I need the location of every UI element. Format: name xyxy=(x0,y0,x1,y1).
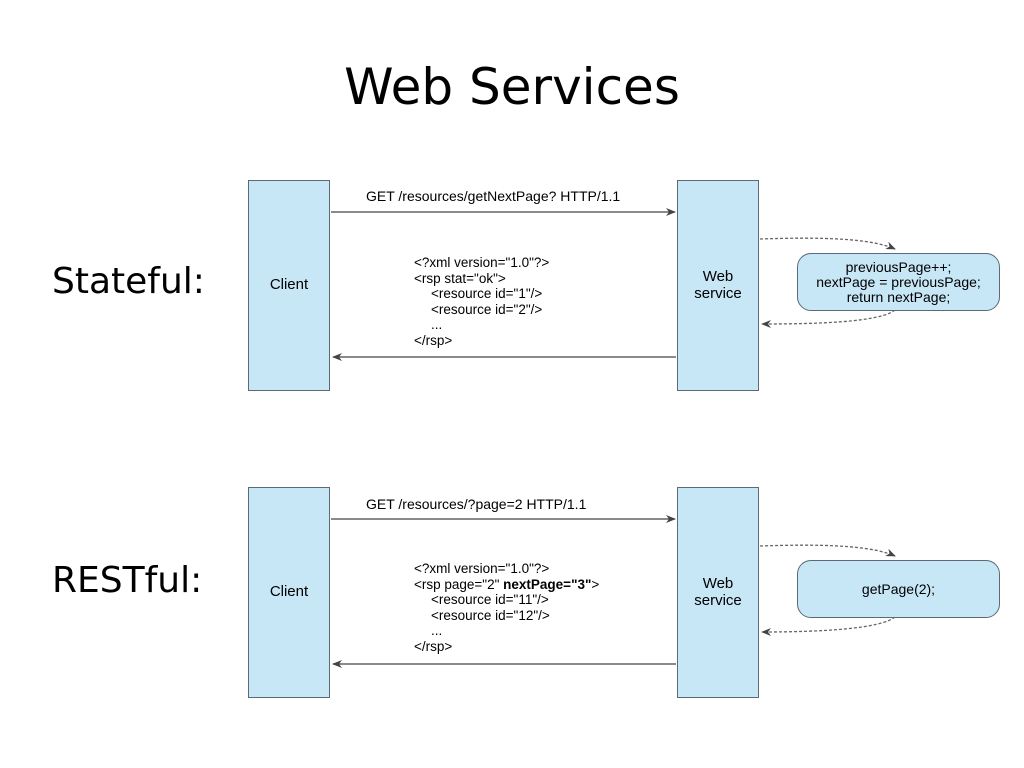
xml-line: </rsp> xyxy=(414,332,453,348)
slide-title: Web Services xyxy=(344,58,680,116)
restful-return-dashed-arrow xyxy=(761,616,896,636)
restful-service-box: Web service xyxy=(677,487,759,698)
xml-line: <resource id="1"/> xyxy=(431,286,543,301)
code-line: return nextPage; xyxy=(846,288,951,305)
restful-client-box: Client xyxy=(248,487,330,698)
xml-next-page-attribute: nextPage="3" xyxy=(503,576,592,592)
stateful-service-box: Web service xyxy=(677,180,759,391)
xml-segment: <rsp page="2" xyxy=(414,576,504,592)
xml-line: <resource id="11"/> xyxy=(431,592,549,607)
restful-request-text: GET /resources/?page=2 HTTP/1.1 xyxy=(366,496,587,512)
xml-line: <?xml version="1.0"?> xyxy=(414,255,550,270)
restful-label: RESTful: xyxy=(52,560,203,601)
xml-line: <rsp stat="ok"> xyxy=(414,270,506,286)
stateful-service-line1: Web xyxy=(702,268,734,285)
xml-line: <rsp page="2" nextPage="3"> xyxy=(414,577,599,593)
stateful-client-label: Client xyxy=(269,276,309,294)
xml-line: ... xyxy=(431,623,443,638)
code-line: previousPage++; xyxy=(845,258,952,275)
restful-code-box: getPage(2); xyxy=(797,560,1000,618)
stateful-request-text: GET /resources/getNextPage? HTTP/1.1 xyxy=(366,188,621,204)
xml-line: <resource id="2"/> xyxy=(431,301,543,317)
xml-line: ... xyxy=(431,317,443,332)
stateful-call-dashed-arrow xyxy=(759,237,896,250)
xml-line: <?xml version="1.0"?> xyxy=(414,561,550,576)
restful-client-label: Client xyxy=(269,583,309,601)
stateful-label: Stateful: xyxy=(52,261,205,302)
stateful-client-box: Client xyxy=(248,180,330,391)
restful-service-line2: service xyxy=(694,591,742,609)
stateful-code-box: previousPage++; nextPage = previousPage;… xyxy=(797,253,1000,311)
stateful-service-line2: service xyxy=(694,284,742,302)
stateful-service-label: Web service xyxy=(694,268,742,302)
code-line: getPage(2); xyxy=(861,580,936,597)
restful-xml-response: <?xml version="1.0"?><rsp page="2" nextP… xyxy=(414,561,599,654)
xml-segment: > xyxy=(591,576,600,592)
restful-service-label: Web service xyxy=(694,575,742,609)
stateful-return-dashed-arrow xyxy=(761,309,896,328)
xml-line: </rsp> xyxy=(414,638,453,654)
stateful-xml-response: <?xml version="1.0"?><rsp stat="ok"><res… xyxy=(414,255,549,348)
restful-service-line1: Web xyxy=(702,575,734,592)
restful-call-dashed-arrow xyxy=(759,544,896,557)
xml-line: <resource id="12"/> xyxy=(431,607,550,623)
code-line: nextPage = previousPage; xyxy=(816,273,981,290)
